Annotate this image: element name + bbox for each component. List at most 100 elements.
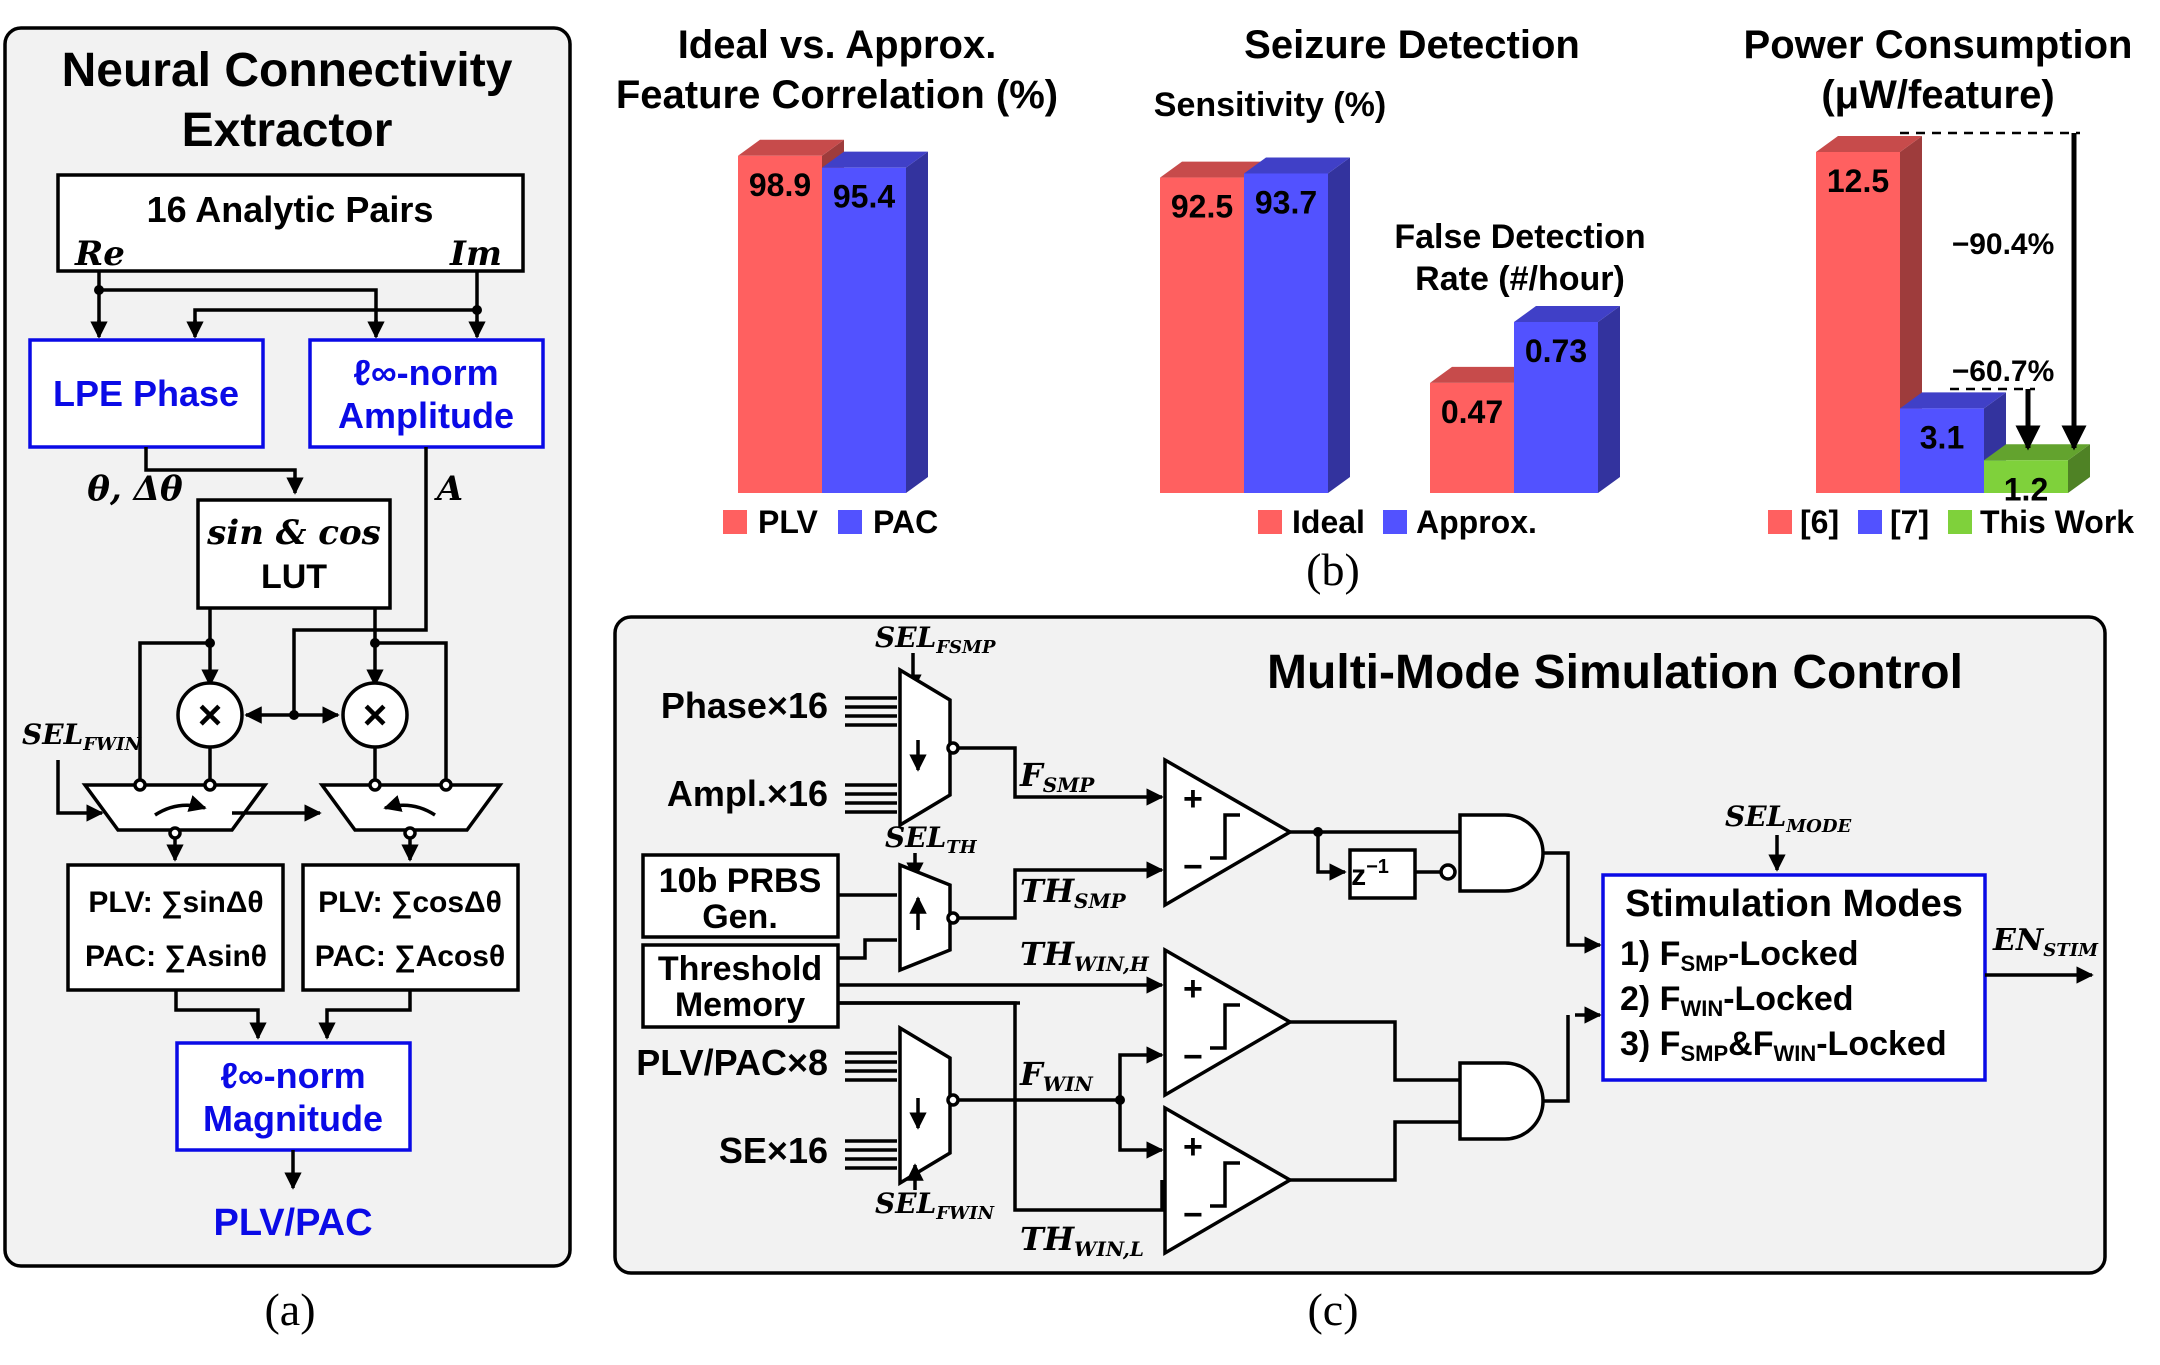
mux-fwin-out — [946, 1093, 960, 1107]
legend1-plv-label: PLV — [758, 504, 819, 540]
thwinl-label: THWIN,L — [1020, 1220, 1144, 1261]
amp-junction — [289, 710, 299, 720]
chart3-title-line2: (μW/feature) — [1821, 73, 2054, 117]
acc-left-box — [66, 863, 285, 992]
legend2-ideal-label: Ideal — [1292, 504, 1365, 540]
legend1-plv-swatch — [723, 510, 747, 534]
panel-c-frame — [613, 615, 2107, 1275]
im-label: Im — [449, 234, 502, 274]
fwin-label: FWIN — [1019, 1055, 1094, 1096]
prbs-line2: Gen. — [702, 898, 778, 936]
mux-fsmp — [898, 666, 952, 829]
lut-left-junction — [205, 638, 215, 648]
mode2-label: 2) FWIN-Locked — [1620, 980, 1854, 1021]
legend2-approx-swatch — [1383, 510, 1407, 534]
chart2-title: Seizure Detection — [1244, 23, 1580, 67]
mux-left-out-dot — [168, 826, 182, 840]
chart1-bar-pac: 95.4 — [822, 151, 928, 493]
legend3-ref6-swatch — [1768, 510, 1792, 534]
phase-bus — [845, 696, 897, 727]
svg-text:−: − — [1183, 848, 1203, 886]
chart1-title-line2: Feature Correlation (%) — [616, 73, 1058, 117]
mode3-label: 3) FSMP&FWIN-Locked — [1620, 1025, 1947, 1066]
sel-fwin-a: SELFWIN — [22, 718, 143, 755]
inf-norm-amp-box — [308, 338, 545, 449]
inf-norm-mag-line1: ℓ∞-norm — [220, 1055, 365, 1096]
acc-right-out — [318, 990, 412, 1040]
comparator-smp: + − — [1163, 756, 1294, 909]
amp-wire — [292, 447, 428, 715]
and-gate-2 — [1458, 1061, 1545, 1141]
en-stim-label: ENSTIM — [1992, 923, 2099, 961]
analytic-pairs-label: 16 Analytic Pairs — [147, 189, 434, 230]
ampl-input-label: Ampl.×16 — [667, 773, 828, 814]
inf-norm-amp-line2: Amplitude — [338, 395, 514, 436]
lut-box — [196, 498, 392, 610]
svg-text:−: − — [1183, 1038, 1203, 1076]
mux-th-out — [946, 911, 960, 925]
caption-a: (a) — [264, 1284, 315, 1335]
plvpac-input-label: PLV/PAC×8 — [636, 1042, 828, 1083]
mux-left-in2 — [203, 778, 217, 792]
inf-norm-amp-line1: ℓ∞-norm — [353, 352, 498, 393]
ampl-bus — [845, 783, 897, 814]
lut-right-junction — [370, 638, 380, 648]
chart2-sensitivity-bar-1-value-label: 93.7 — [1255, 184, 1317, 220]
chart2-group2-label-line2: Rate (#/hour) — [1415, 260, 1625, 298]
mux-left-curve — [154, 795, 207, 817]
chart1-title-line1: Ideal vs. Approx. — [678, 23, 997, 67]
re-label: Re — [74, 234, 125, 274]
theta-label: θ, Δθ — [87, 469, 183, 509]
mux-right-out-dot — [403, 826, 417, 840]
svg-text:−: − — [1183, 1196, 1203, 1234]
chart3-bar-0: 12.5 — [1816, 136, 1922, 493]
chart2-fdr-bar-1: 0.73 — [1514, 306, 1620, 493]
comparator-winh: + − — [1163, 946, 1294, 1099]
multiplier-right — [341, 681, 409, 749]
legend1-pac-label: PAC — [873, 504, 938, 540]
panel-c: Multi-Mode Simulation Control SELFSMP Ph… — [613, 615, 2107, 1335]
svg-text:+: + — [1183, 780, 1203, 818]
sel-fsmp-label: SELFSMP — [875, 621, 996, 658]
chart3-bar-1: 3.1 — [1900, 392, 2006, 493]
lut-right-wire — [373, 608, 448, 780]
chart2-fdr-bar-1-value-label: 0.73 — [1525, 333, 1587, 369]
multiplier-left-symbol: × — [198, 691, 223, 738]
acc-right-line2: PAC: ∑Acosθ — [315, 940, 505, 973]
legend1-pac-swatch — [838, 510, 862, 534]
mux-fwin — [898, 1024, 952, 1187]
lpe-phase-label: LPE Phase — [53, 373, 239, 414]
reduction-60-label: −60.7% — [1952, 355, 2055, 388]
chart3-bar-2-value-label: 1.2 — [2004, 471, 2048, 507]
legend2-ideal-swatch — [1258, 510, 1282, 534]
chart3-bar-0-value-label: 12.5 — [1827, 163, 1889, 199]
theta-wire — [144, 447, 304, 495]
chart1-bar-pac-value-label: 95.4 — [833, 179, 895, 215]
legend3-thiswork-label: This Work — [1980, 504, 2134, 540]
chart2-group1-label: Sensitivity (%) — [1154, 86, 1386, 124]
lut-line1: sin & cos — [206, 513, 381, 553]
sel-th-label: SELTH — [885, 821, 978, 858]
delay-label: z−1 — [1351, 856, 1389, 892]
multiplier-right-symbol: × — [363, 691, 388, 738]
inf-norm-mag-line2: Magnitude — [203, 1098, 383, 1139]
panel-a-title-line2: Extractor — [182, 104, 393, 157]
acc-left-out — [174, 990, 267, 1040]
and2-out — [1543, 1015, 1570, 1103]
acc-left-line1: PLV: ∑sinΔθ — [88, 886, 263, 919]
to-delay — [1316, 832, 1347, 881]
fsmp-label: FSMP — [1019, 756, 1095, 797]
caption-b: (b) — [1306, 544, 1360, 595]
prbs-line1: 10b PRBS — [659, 862, 822, 900]
thsmp-label: THSMP — [1020, 872, 1127, 913]
fwin-to-comp2 — [1118, 1046, 1164, 1100]
mux-th — [898, 862, 952, 973]
fwin-to-comp3 — [1118, 1100, 1164, 1159]
thmem-to-mux — [838, 938, 897, 960]
fwin-junction — [1115, 1095, 1125, 1105]
thmem-line1: Threshold — [658, 950, 822, 988]
panel-a-title-line1: Neural Connectivity — [62, 44, 513, 97]
chart1-bar-plv-value-label: 98.9 — [749, 167, 811, 203]
panel-b: Ideal vs. Approx. Feature Correlation (%… — [616, 23, 2134, 595]
panel-c-title: Multi-Mode Simulation Control — [1267, 646, 1963, 699]
